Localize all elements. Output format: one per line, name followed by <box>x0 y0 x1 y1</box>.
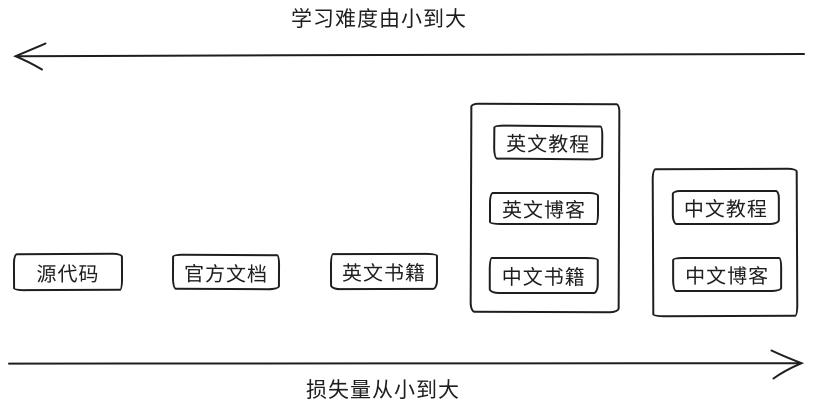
node-label: 英文博客 <box>501 197 587 223</box>
node-english-books: 英文书籍 <box>329 252 439 291</box>
axis-label-learning-difficulty: 学习难度由小到大 <box>291 7 467 31</box>
node-label: 英文书籍 <box>341 260 427 286</box>
node-label: 中文博客 <box>685 263 770 289</box>
left-arrowhead-icon <box>12 42 47 71</box>
node-source-code: 源代码 <box>12 252 124 292</box>
group-chinese-resources: 中文教程 中文博客 <box>651 167 799 318</box>
node-label: 英文教程 <box>506 131 591 157</box>
difficulty-axis-line <box>15 53 805 58</box>
node-official-docs: 官方文档 <box>171 253 281 291</box>
axis-label-loss-amount: 损失量从小到大 <box>306 378 460 402</box>
node-english-tutorial: 英文教程 <box>493 124 604 161</box>
node-chinese-blog: 中文博客 <box>672 256 783 293</box>
node-label: 中文教程 <box>683 196 768 222</box>
node-chinese-tutorial: 中文教程 <box>671 189 780 226</box>
node-label: 源代码 <box>36 261 100 286</box>
right-arrowhead-icon <box>770 349 805 380</box>
node-chinese-book: 中文书籍 <box>488 256 599 294</box>
node-label: 官方文档 <box>183 261 269 286</box>
node-english-blog: 英文博客 <box>488 191 600 226</box>
node-label: 中文书籍 <box>501 264 586 289</box>
group-english-resources: 英文教程 英文博客 中文书籍 <box>469 102 621 314</box>
